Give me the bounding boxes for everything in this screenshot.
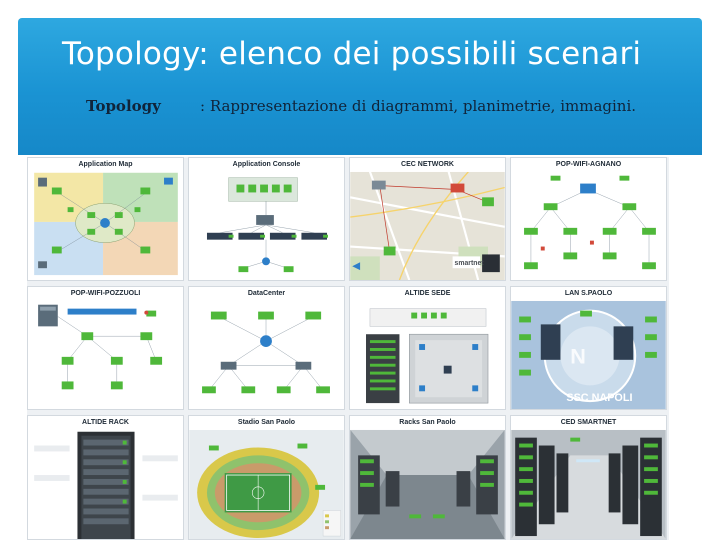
slide-title: Topology: elenco dei possibili scenari bbox=[62, 36, 641, 72]
pop-wifi-pozzuoli-thumbnail bbox=[28, 287, 183, 409]
tile-title: LAN S.PAOLO bbox=[511, 287, 666, 301]
cec-network-map-thumbnail: smartnet bbox=[350, 158, 505, 280]
tile-application-console[interactable]: Application Console bbox=[188, 157, 345, 281]
altide-sede-floorplan-thumbnail bbox=[350, 287, 505, 409]
tile-title: ALTIDE RACK bbox=[28, 416, 183, 430]
subtitle-row: Topology : Rappresentazione di diagrammi… bbox=[0, 97, 720, 119]
tile-application-map[interactable]: Application Map bbox=[27, 157, 184, 281]
tile-title: Application Map bbox=[28, 158, 183, 172]
stadio-san-paolo-thumbnail bbox=[189, 416, 344, 539]
pop-wifi-agnano-thumbnail bbox=[511, 158, 666, 280]
tile-title: Racks San Paolo bbox=[350, 416, 505, 430]
lan-watermark-letter: N bbox=[570, 344, 586, 369]
ssc-napoli-watermark: SSC NAPOLI bbox=[566, 392, 632, 404]
tile-racks-san-paolo[interactable]: Racks San Paolo bbox=[349, 415, 506, 540]
tile-lan-s-paolo[interactable]: LAN S.PAOLO N SSC NAPOLI bbox=[510, 286, 667, 410]
subtitle-term: Topology bbox=[86, 97, 161, 115]
tile-altide-sede[interactable]: ALTIDE SEDE bbox=[349, 286, 506, 410]
tile-pop-wifi-agnano[interactable]: POP-WIFI-AGNANO bbox=[510, 157, 667, 281]
tile-ced-smartnet[interactable]: CED SMARTNET bbox=[510, 415, 667, 540]
tile-title: Stadio San Paolo bbox=[189, 416, 344, 430]
topology-thumbnail-grid: Application Map Applicati bbox=[27, 157, 669, 540]
ced-smartnet-thumbnail bbox=[511, 416, 666, 539]
tile-cec-network[interactable]: CEC NETWORK smartnet bbox=[349, 157, 506, 281]
tile-datacenter[interactable]: DataCenter bbox=[188, 286, 345, 410]
tile-title: DataCenter bbox=[189, 287, 344, 301]
tile-title: POP-WIFI-POZZUOLI bbox=[28, 287, 183, 301]
smartnet-brand-label: smartnet bbox=[455, 260, 485, 267]
tile-title: Application Console bbox=[189, 158, 344, 172]
lan-s-paolo-thumbnail: N SSC NAPOLI bbox=[511, 287, 666, 409]
application-console-thumbnail bbox=[189, 158, 344, 280]
application-map-thumbnail bbox=[28, 158, 183, 280]
tile-title: CED SMARTNET bbox=[511, 416, 666, 430]
altide-rack-thumbnail bbox=[28, 416, 183, 539]
tile-stadio-san-paolo[interactable]: Stadio San Paolo bbox=[188, 415, 345, 540]
tile-title: POP-WIFI-AGNANO bbox=[511, 158, 666, 172]
subtitle-description: : Rappresentazione di diagrammi, planime… bbox=[200, 97, 636, 115]
tile-pop-wifi-pozzuoli[interactable]: POP-WIFI-POZZUOLI bbox=[27, 286, 184, 410]
racks-san-paolo-thumbnail bbox=[350, 416, 505, 539]
tile-altide-rack[interactable]: ALTIDE RACK bbox=[27, 415, 184, 540]
tile-title: ALTIDE SEDE bbox=[350, 287, 505, 301]
datacenter-thumbnail bbox=[189, 287, 344, 409]
tile-title: CEC NETWORK bbox=[350, 158, 505, 172]
